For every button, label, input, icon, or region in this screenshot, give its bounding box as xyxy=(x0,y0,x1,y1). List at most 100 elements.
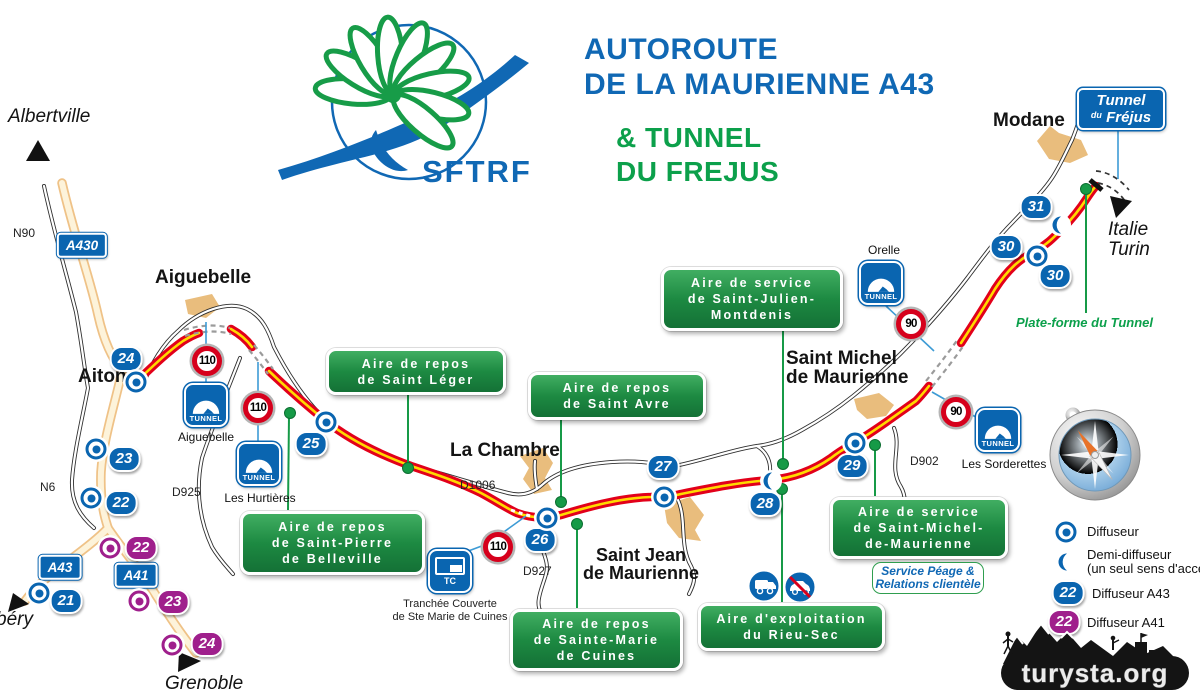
map-subtitle-line1: & TUNNEL xyxy=(616,122,762,153)
junction-badge-30b: 30 xyxy=(1038,263,1072,289)
aire-text: Aire d'exploitation xyxy=(716,612,867,626)
shield-a41: A41 xyxy=(114,562,158,588)
junction-badge-31: 31 xyxy=(1019,194,1053,220)
diffuseur-a41-23-icon xyxy=(128,590,150,612)
covered-trench-marks xyxy=(510,508,538,519)
road-label-n90: N90 xyxy=(13,226,36,240)
speed-sign-90-sorderettes: 90 xyxy=(941,397,971,427)
aire-box-rieu-sec: Aire d'exploitation du Rieu-Sec xyxy=(698,603,885,651)
road-label-d925: D925 xyxy=(172,485,201,499)
direction-arrows xyxy=(8,140,1132,672)
tunnel-sign-aiguebelle: TUNNEL xyxy=(184,383,228,427)
aire-box-saint-julien: Aire de service de Saint-Julien- Montden… xyxy=(661,267,843,331)
tunnel-sign-hurtieres: TUNNEL xyxy=(237,442,281,486)
speed-sign-110-cuines: 110 xyxy=(483,532,513,562)
aire-text: de Saint-Julien- xyxy=(687,292,817,306)
town-modane xyxy=(1037,126,1088,163)
town-aiguebelle xyxy=(185,294,220,318)
aire-box-sainte-marie: Aire de repos de Sainte-Marie de Cuines xyxy=(510,609,683,671)
city-saint-jean: Saint Jean de Maurienne xyxy=(583,546,699,582)
tunnel-frejus-sign: Tunnel du Fréjus xyxy=(1077,88,1165,130)
pale-motorways xyxy=(20,178,201,658)
tunnel-label-orelle: Orelle xyxy=(867,243,901,257)
legend-demi-line2: (un seul sens d'accès) xyxy=(1087,560,1200,576)
aire-text: du Rieu-Sec xyxy=(743,628,840,642)
city-albertville: Albertville xyxy=(8,106,91,127)
aire-box-saint-leger: Aire de repos de Saint Léger xyxy=(326,348,506,395)
city-modane: Modane xyxy=(993,110,1065,131)
legend-demi-line1: Demi-diffuseur xyxy=(1087,547,1172,562)
tunnel-arch-icon xyxy=(867,278,895,292)
arrow-grenoble xyxy=(178,652,201,672)
aire-connectors xyxy=(287,191,1087,608)
city-grenoble: Grenoble xyxy=(165,673,244,694)
logo-flower-icon xyxy=(312,14,472,151)
junction-badge-27: 27 xyxy=(646,454,680,480)
arrow-italie xyxy=(1110,196,1132,218)
junction-badge-a41-22: 22 xyxy=(124,535,158,561)
label-italie: Italie xyxy=(1108,219,1149,240)
junction-badge-26: 26 xyxy=(523,527,557,553)
covered-trench-label-line2: de Ste Marie de Cuines xyxy=(392,610,508,623)
road-label-d902: D902 xyxy=(910,454,939,468)
legend-demi-diffuseur-label: Demi-diffuseur (un seul sens d'accès) xyxy=(1087,548,1200,575)
legend-demi-diffuseur-icon xyxy=(1058,553,1067,571)
aire-box-saint-michel: Aire de service de Saint-Michel- de-Maur… xyxy=(830,497,1008,559)
aire-text: Aire de repos xyxy=(361,356,471,371)
tunnel-sign-orelle: TUNNEL xyxy=(859,261,903,305)
label-italie-turin: Italie Turin xyxy=(1108,220,1150,260)
tunnel-arch-icon xyxy=(245,459,273,473)
aire-dots xyxy=(284,183,1092,530)
arrow-albertville xyxy=(26,140,50,161)
city-saint-jean-line1: Saint Jean xyxy=(595,545,687,565)
tunnel-sign-word: TUNNEL xyxy=(242,472,276,482)
frejus-sign-frejus: Fréjus xyxy=(1106,109,1152,126)
tunnel-sign-word: TUNNEL xyxy=(981,438,1015,448)
aire-text: Montdenis xyxy=(710,308,794,322)
tunnel-sign-word: TUNNEL xyxy=(189,413,223,423)
aire-text: de Saint-Pierre xyxy=(271,536,394,550)
aire-box-saint-avre: Aire de repos de Saint Avre xyxy=(528,372,706,420)
plate-forme-note: Plate-forme du Tunnel xyxy=(1016,315,1153,330)
city-saint-jean-line2: de Maurienne xyxy=(582,563,700,583)
diffuseur-a41-24-icon xyxy=(161,634,183,656)
label-turin: Turin xyxy=(1108,239,1150,260)
covered-trench-sign: TC xyxy=(428,549,472,593)
tunnel-arch-icon xyxy=(984,425,1012,439)
works-truck-icon xyxy=(747,569,781,603)
turysta-banner xyxy=(1001,656,1189,690)
diffuseur-26-icon xyxy=(536,507,558,529)
map-subtitle-line2: DU FREJUS xyxy=(616,156,780,187)
tunnel-label-aiguebelle: Aiguebelle xyxy=(177,430,235,444)
legend-a43-label: Diffuseur A43 xyxy=(1092,586,1170,601)
city-saint-michel-line2: de Maurienne xyxy=(786,367,909,388)
junction-badge-28: 28 xyxy=(748,491,782,517)
turysta-figures xyxy=(1002,631,1161,664)
city-aiton: Aiton xyxy=(78,366,127,387)
aire-text: Aire de repos xyxy=(562,381,672,395)
demi-diffuseur-28-icon xyxy=(760,470,782,492)
tunnel-label-hurtieres: Les Hurtières xyxy=(224,491,296,505)
covered-trench-icon xyxy=(435,556,465,575)
diffuseur-aiton-icon xyxy=(125,371,147,393)
aire-text: de Cuines xyxy=(556,649,637,663)
city-saint-michel: Saint Michel de Maurienne xyxy=(786,349,908,387)
service-peage-note: Service Péage & Relations clientèle xyxy=(872,562,984,594)
diffuseur-30-icon xyxy=(1026,245,1048,267)
aire-text: de Belleville xyxy=(282,552,383,566)
frejus-portal xyxy=(1088,170,1130,202)
tunnel-label-sorderettes: Les Sorderettes xyxy=(961,457,1047,471)
legend-diffuseur-label: Diffuseur xyxy=(1087,524,1139,539)
turysta-logo: turysta.org xyxy=(1001,622,1189,690)
diffuseur-a41-22-icon xyxy=(99,537,121,559)
city-chambery: béry xyxy=(0,609,33,630)
service-peage-line2: Relations clientèle xyxy=(875,577,981,591)
city-saint-michel-line1: Saint Michel xyxy=(786,348,897,369)
diffuseur-29-icon xyxy=(844,432,866,454)
junction-badge-25: 25 xyxy=(294,431,328,457)
shield-a43: A43 xyxy=(38,554,82,580)
arrow-chambery xyxy=(8,593,29,612)
compass-icon xyxy=(1049,407,1141,501)
org-name: SFTRF xyxy=(422,154,532,189)
